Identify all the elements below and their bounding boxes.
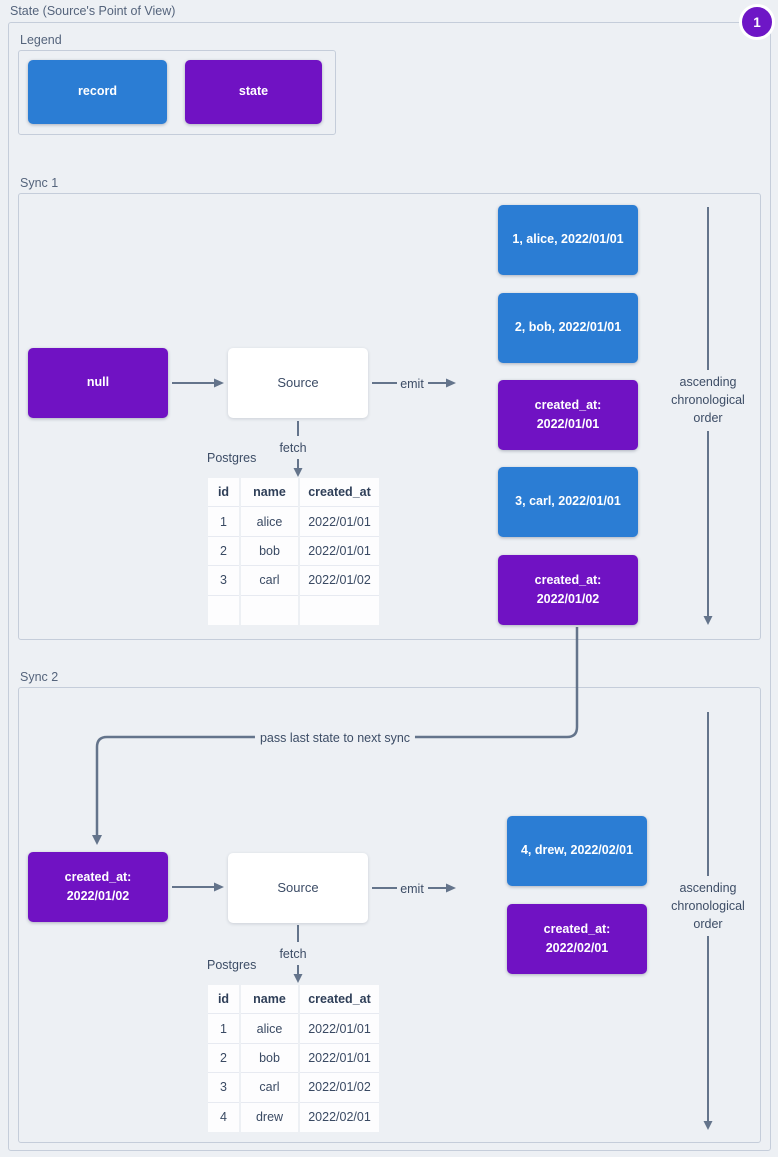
table-header-cell: id [208,478,239,508]
sync2-order-label: ascending chronological order [671,880,745,932]
legend-frame [18,50,336,135]
table-cell [208,595,239,625]
sync2-source-box: Source [228,853,368,923]
legend-record-swatch: record [28,60,167,124]
table-cell: 2022/02/01 [300,1102,379,1132]
table-cell [300,595,379,625]
table-cell: alice [241,507,298,537]
sync2-frame [18,687,761,1143]
outer-frame [8,22,771,1151]
table-cell: 2022/01/01 [300,536,379,567]
table-cell: 1 [208,1014,239,1044]
table-cell: 2 [208,1043,239,1074]
table-cell: 2022/01/02 [300,1073,379,1103]
pass-state-label: pass last state to next sync [254,731,416,745]
page-title: State (Source's Point of View) [10,4,176,18]
sync2-record-1: 4, drew, 2022/02/01 [507,816,647,886]
table-cell: 2022/01/02 [300,566,379,596]
table-cell: bob [241,1043,298,1074]
table-cell: 1 [208,507,239,537]
table-cell: 2 [208,536,239,567]
sync1-state-2: created_at: 2022/01/02 [498,555,638,625]
sync1-emit-label: emit [400,377,424,391]
table-cell: 3 [208,1073,239,1103]
sync2-input-state-box: created_at: 2022/01/02 [28,852,168,922]
legend-state-swatch: state [185,60,322,124]
table-header-cell: created_at [300,478,379,508]
table-cell: 2022/01/01 [300,1014,379,1044]
table-header-cell: created_at [300,985,379,1015]
table-cell: carl [241,566,298,596]
table-cell: drew [241,1102,298,1132]
sync1-db-label: Postgres [207,451,257,465]
sync2-fetch-label: fetch [279,947,307,961]
table-cell: alice [241,1014,298,1044]
table-cell: carl [241,1073,298,1103]
sync1-fetch-label: fetch [279,441,307,455]
table-header-cell: name [241,478,298,508]
sync2-emit-label: emit [400,882,424,896]
legend-title: Legend [20,33,62,47]
sync1-postgres-table: id name created_at 1 alice 2022/01/01 2 … [208,478,379,625]
sync1-state-1: created_at: 2022/01/01 [498,380,638,450]
table-cell [241,595,298,625]
sync1-frame [18,193,761,640]
sync1-record-3: 3, carl, 2022/01/01 [498,467,638,537]
table-header-cell: id [208,985,239,1015]
table-cell: 2022/01/01 [300,1043,379,1074]
sync2-state-1: created_at: 2022/02/01 [507,904,647,974]
sync1-record-1: 1, alice, 2022/01/01 [498,205,638,275]
sync1-record-2: 2, bob, 2022/01/01 [498,293,638,363]
sync1-input-state-box: null [28,348,168,418]
sync1-source-box: Source [228,348,368,418]
annotation-badge: 1 [739,4,775,40]
table-cell: bob [241,536,298,567]
sync2-db-label: Postgres [207,958,257,972]
sync2-postgres-table: id name created_at 1 alice 2022/01/01 2 … [208,985,379,1132]
table-header-cell: name [241,985,298,1015]
sync2-title: Sync 2 [20,670,59,684]
table-cell: 4 [208,1102,239,1132]
table-cell: 3 [208,566,239,596]
table-cell: 2022/01/01 [300,507,379,537]
sync1-order-label: ascending chronological order [671,374,745,426]
sync1-title: Sync 1 [20,176,59,190]
